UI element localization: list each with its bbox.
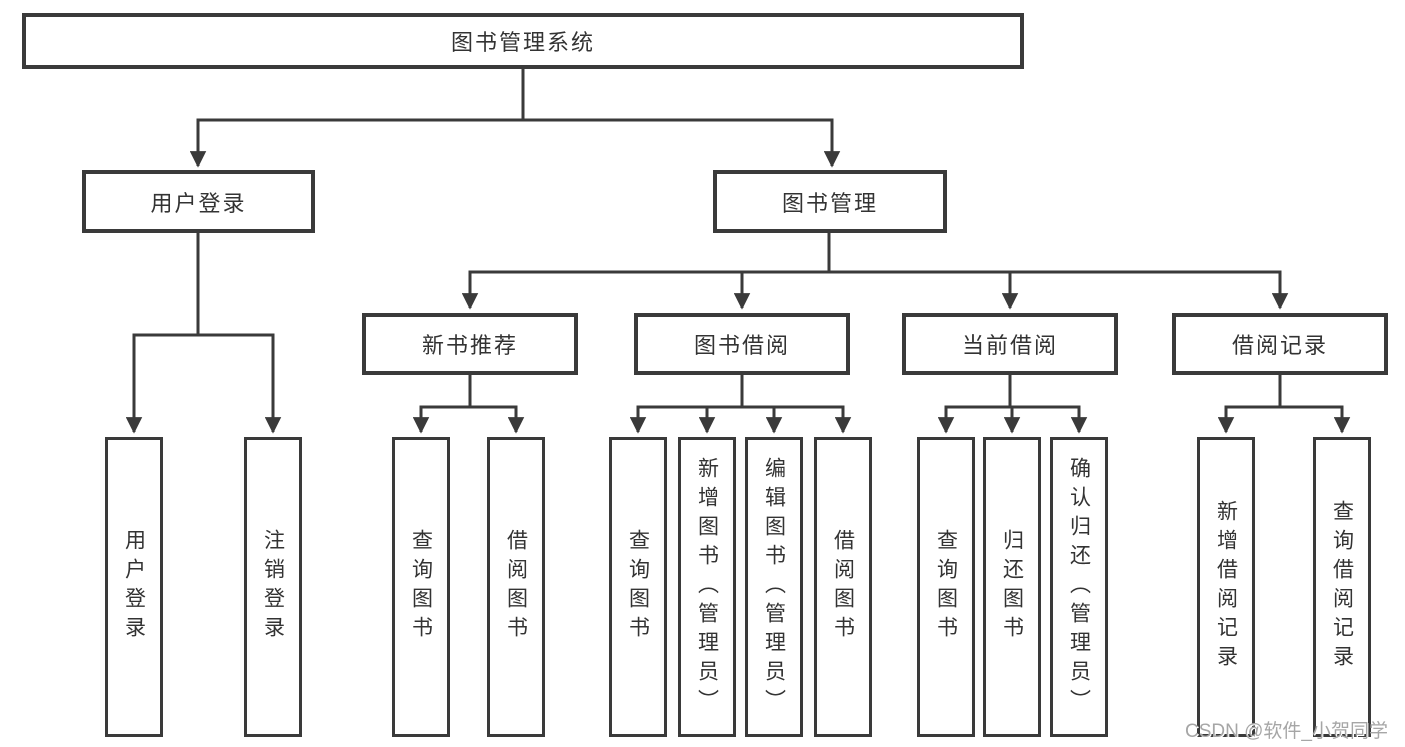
node-library-management-system: 图书管理系统	[22, 13, 1024, 69]
leaf-add-borrow-record: 新增借阅记录	[1197, 437, 1255, 737]
csdn-watermark: CSDN @软件_小贺同学	[1185, 721, 1388, 742]
leaf-label: 用户登录	[122, 529, 146, 645]
leaf-logout: 注销登录	[244, 437, 302, 737]
leaf-label: 确认归还（管理员）	[1067, 456, 1091, 718]
leaf-query-books-current: 查询图书	[917, 437, 975, 737]
node-label: 新书推荐	[421, 333, 518, 358]
node-book-management: 图书管理	[713, 170, 947, 233]
leaf-label: 查询图书	[934, 529, 958, 645]
node-label: 图书管理系统	[450, 30, 595, 55]
leaf-label: 借阅图书	[831, 529, 855, 645]
leaf-query-books-borrow: 查询图书	[609, 437, 667, 737]
node-label: 图书借阅	[693, 333, 790, 358]
leaf-label: 查询图书	[626, 529, 650, 645]
node-label: 用户登录	[150, 190, 247, 216]
node-current-borrow: 当前借阅	[902, 313, 1118, 375]
node-new-book-recommend: 新书推荐	[362, 313, 578, 375]
node-book-borrow: 图书借阅	[634, 313, 850, 375]
leaf-confirm-return-admin: 确认归还（管理员）	[1050, 437, 1108, 737]
leaf-query-borrow-record: 查询借阅记录	[1313, 437, 1371, 737]
leaf-label: 新增图书（管理员）	[695, 456, 719, 718]
node-borrow-records: 借阅记录	[1172, 313, 1388, 375]
leaf-label: 借阅图书	[504, 529, 528, 645]
leaf-return-books: 归还图书	[983, 437, 1041, 737]
leaf-borrow-books-recommend: 借阅图书	[487, 437, 545, 737]
leaf-edit-books-admin: 编辑图书（管理员）	[745, 437, 803, 737]
leaf-label: 注销登录	[261, 529, 285, 645]
leaf-user-login: 用户登录	[105, 437, 163, 737]
leaf-borrow-books: 借阅图书	[814, 437, 872, 737]
leaf-label: 查询借阅记录	[1330, 500, 1354, 674]
leaf-query-books-recommend: 查询图书	[392, 437, 450, 737]
leaf-add-books-admin: 新增图书（管理员）	[678, 437, 736, 737]
leaf-label: 编辑图书（管理员）	[762, 456, 786, 718]
leaf-label: 归还图书	[1000, 529, 1024, 645]
node-label: 当前借阅	[961, 333, 1058, 358]
node-label: 图书管理	[781, 190, 878, 216]
node-user-login: 用户登录	[82, 170, 315, 233]
node-label: 借阅记录	[1231, 333, 1328, 358]
leaf-label: 新增借阅记录	[1214, 500, 1238, 674]
leaf-label: 查询图书	[409, 529, 433, 645]
